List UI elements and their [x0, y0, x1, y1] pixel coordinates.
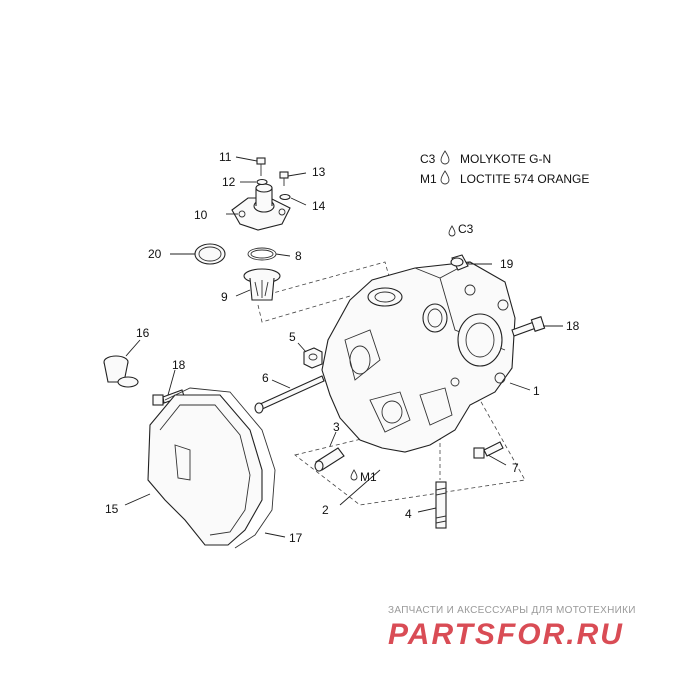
label-3: 3: [333, 420, 340, 434]
drop-icon: [440, 170, 450, 185]
label-14: 14: [312, 199, 326, 213]
label-18-left: 18: [172, 358, 186, 372]
leader-lines: [124, 156, 563, 538]
legend-text-c3: MOLYKOTE G-N: [460, 152, 551, 166]
cover-gasket: [164, 387, 276, 549]
stud: [435, 481, 447, 529]
legend-text-m1: LOCTITE 574 ORANGE: [460, 172, 589, 186]
label-5: 5: [289, 330, 296, 344]
label-7: 7: [512, 461, 519, 475]
label-4: 4: [405, 507, 412, 521]
cylinder-head: [321, 261, 516, 453]
label-17: 17: [289, 531, 303, 545]
legend: C3 MOLYKOTE G-N M1 LOCTITE 574 ORANGE: [420, 150, 589, 186]
drop-icon: [350, 469, 358, 481]
drop-icon: [448, 225, 456, 237]
part-numbers: 1 2 3 4 5 6 7 8 9 10 11 12 13 14 15 16 1…: [105, 150, 580, 545]
watermark-logo: PARTSFOR.RU: [388, 618, 624, 652]
label-11: 11: [219, 150, 232, 164]
thermostat-housing: [231, 183, 291, 231]
watermark-tagline: ЗАПЧАСТИ И АКСЕССУАРЫ ДЛЯ МОТОТЕХНИКИ: [388, 605, 636, 616]
thermostat: [243, 268, 281, 301]
bolt-lower: [473, 441, 504, 459]
dowel-pin: [314, 447, 345, 472]
label-6: 6: [262, 371, 269, 385]
label-18-right: 18: [566, 319, 580, 333]
label-1: 1: [533, 384, 540, 398]
watermark-brand-left: PARTS: [388, 618, 497, 651]
label-2: 2: [322, 503, 329, 517]
label-20: 20: [148, 247, 162, 261]
housing-fasteners: [256, 157, 291, 201]
hex-nut: [303, 347, 323, 369]
drop-icon: [440, 150, 450, 165]
label-16: 16: [136, 326, 150, 340]
bolt-right: [511, 316, 546, 337]
label-12: 12: [222, 175, 236, 189]
callout-c3: C3: [458, 222, 474, 236]
valve-cover: [147, 394, 263, 546]
watermark-brand-right: FOR.RU: [496, 618, 624, 651]
legend-code-m1: M1: [420, 172, 437, 186]
label-19: 19: [500, 257, 514, 271]
label-15: 15: [105, 502, 119, 516]
temperature-sensor: [450, 254, 469, 271]
long-stud-bolt: [254, 375, 325, 414]
label-9: 9: [221, 290, 228, 304]
legend-code-c3: C3: [420, 152, 436, 166]
label-8: 8: [295, 249, 302, 263]
oil-filler-cap: [103, 355, 139, 388]
label-10: 10: [194, 208, 208, 222]
callout-m1: M1: [360, 470, 377, 484]
label-13: 13: [312, 165, 326, 179]
